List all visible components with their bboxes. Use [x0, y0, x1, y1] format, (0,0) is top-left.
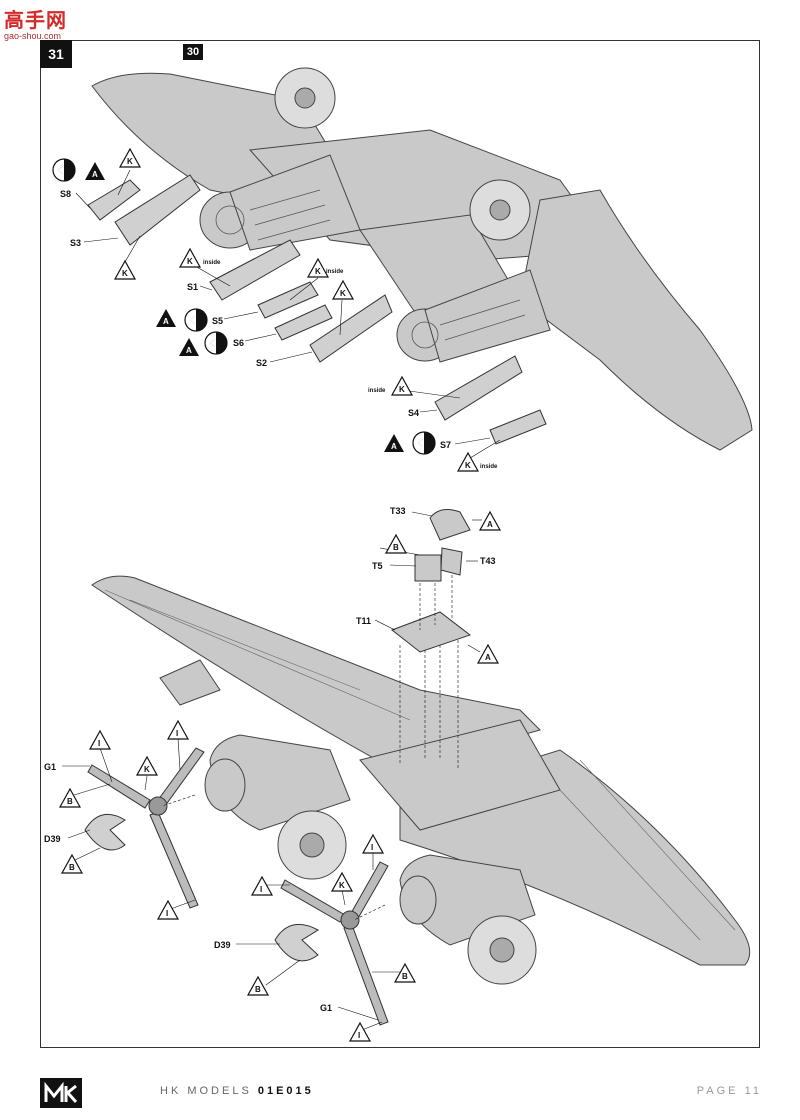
- label-t33: T33: [390, 506, 406, 516]
- bottom-aircraft: [91, 575, 751, 966]
- label-t43: T43: [480, 556, 496, 566]
- cockpit-parts: [390, 509, 472, 653]
- marker-k: K: [122, 269, 128, 278]
- part-s2: [309, 294, 393, 363]
- watermark-text: 高手网: [4, 8, 67, 32]
- part-s8: [87, 179, 141, 221]
- marker-k: K: [465, 461, 471, 470]
- label-s8: S8: [60, 189, 71, 199]
- marker-k: K: [127, 157, 133, 166]
- label-s5: S5: [212, 316, 223, 326]
- wing-panel-lines: [104, 589, 736, 941]
- marker-k: K: [187, 257, 193, 266]
- label-s2: S2: [256, 358, 267, 368]
- label-s6: S6: [233, 338, 244, 348]
- label-g1: G1: [44, 762, 56, 772]
- page-number: PAGE 11: [696, 1085, 762, 1097]
- spinner-parts: [84, 813, 319, 962]
- top-wheels: [274, 67, 531, 241]
- propeller-left: [87, 747, 205, 909]
- part-s6: [274, 304, 333, 341]
- part-t43: [440, 547, 463, 576]
- part-t33: [429, 509, 471, 541]
- marker-i: I: [166, 909, 168, 918]
- part-d39-left: [84, 813, 126, 851]
- watermark-logo: 高手网 gao-shou.com: [4, 4, 67, 41]
- kit-code: 01E015: [257, 1085, 314, 1097]
- marker-a: A: [487, 520, 493, 529]
- marker-a: A: [485, 653, 491, 662]
- label-t5: T5: [372, 561, 383, 571]
- marker-inside: inside: [480, 464, 498, 470]
- propeller-right: [280, 861, 389, 1026]
- marker-a: A: [92, 170, 98, 179]
- part-s5: [257, 281, 319, 319]
- step-number: 31: [40, 40, 72, 68]
- label-d39: D39: [214, 940, 231, 950]
- marker-b: B: [69, 863, 75, 872]
- hk-models-logo: [40, 1078, 82, 1108]
- marker-a: A: [163, 317, 169, 326]
- cowl-parts: [87, 174, 547, 445]
- marker-k: K: [339, 881, 345, 890]
- marker-k: K: [399, 385, 405, 394]
- marker-i: I: [358, 1031, 360, 1040]
- marker-inside: inside: [203, 260, 221, 266]
- label-s4: S4: [408, 408, 419, 418]
- marker-b: B: [67, 797, 73, 806]
- brand-name: HK MODELS: [160, 1085, 252, 1097]
- marker-b: B: [255, 985, 261, 994]
- marker-inside: inside: [368, 388, 386, 394]
- label-s1: S1: [187, 282, 198, 292]
- watermark-url: gao-shou.com: [4, 31, 62, 41]
- label-s7: S7: [440, 440, 451, 450]
- marker-i: I: [260, 885, 262, 894]
- marker-b: B: [393, 543, 399, 552]
- part-s1: [209, 239, 301, 301]
- marker-a: A: [391, 442, 397, 451]
- label-d39: D39: [44, 834, 61, 844]
- marker-k: K: [315, 267, 321, 276]
- part-d39-right: [274, 923, 319, 962]
- part-s7: [489, 409, 547, 445]
- marker-k: K: [340, 289, 346, 298]
- marker-i: I: [176, 729, 178, 738]
- marker-i: I: [98, 739, 100, 748]
- label-g1: G1: [320, 1003, 332, 1013]
- part-s4: [434, 355, 523, 421]
- marker-k: K: [144, 765, 150, 774]
- marker-i: I: [371, 843, 373, 852]
- page-frame: [40, 40, 760, 1048]
- bottom-wheels: [277, 810, 537, 985]
- part-t5: [414, 554, 442, 582]
- footer-brand: HK MODELS 01E015: [160, 1085, 314, 1097]
- reference-step-number: 30: [183, 44, 203, 60]
- engine-details: [215, 189, 526, 349]
- marker-b: B: [402, 972, 408, 981]
- label-s3: S3: [70, 238, 81, 248]
- marker-a: A: [186, 346, 192, 355]
- part-t11: [390, 611, 472, 653]
- part-s3: [114, 174, 201, 246]
- marker-inside: inside: [326, 269, 344, 275]
- label-t11: T11: [356, 616, 371, 626]
